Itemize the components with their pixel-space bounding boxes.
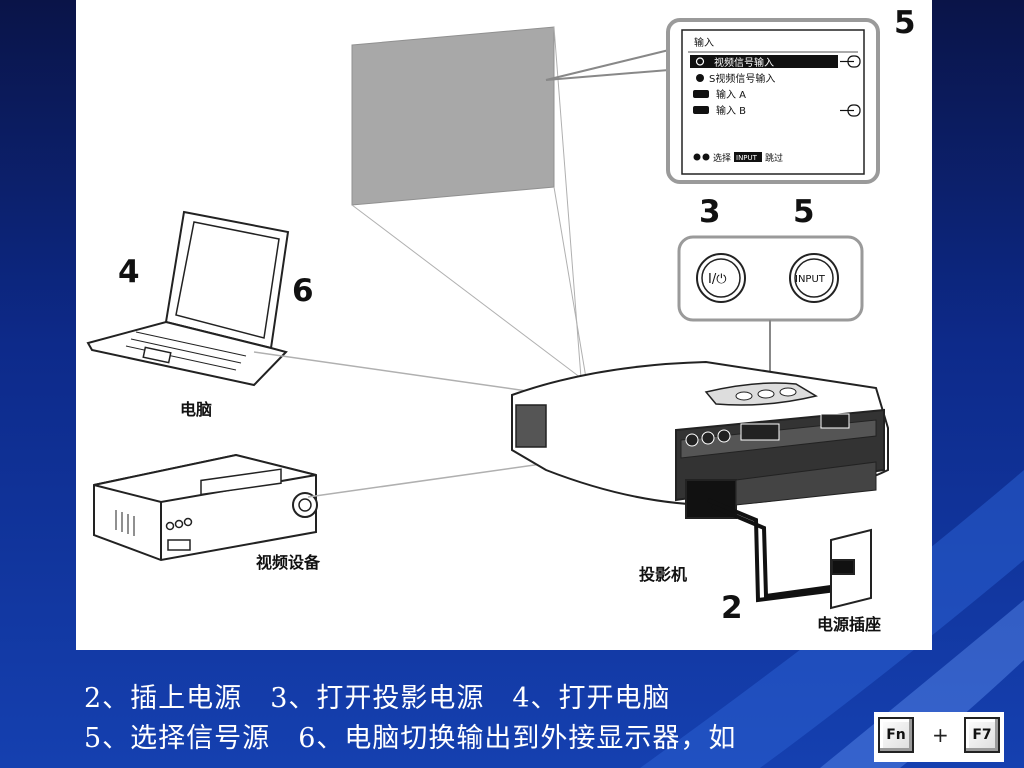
projector-label: 投影机: [639, 565, 687, 584]
down-arrow-icon: [702, 153, 710, 161]
caption-step-3: 3、打开投影电源: [270, 683, 485, 714]
caption-step-6: 6、电脑切换输出到外接显示器，如: [298, 723, 737, 754]
osd-item-video: 视频信号输入: [714, 56, 774, 69]
caption-line-2: 5、选择信号源 6、电脑切换输出到外接显示器，如: [84, 716, 736, 755]
step-number-menu: 5: [894, 5, 916, 41]
f7-key-icon: F7: [964, 717, 1000, 753]
power-cord: [707, 498, 846, 603]
keyboard-shortcut: Fn + F7: [874, 712, 1004, 762]
osd-item-input-b: 输入 B: [716, 104, 746, 117]
wall-outlet: [830, 528, 872, 610]
osd-footer-select: 选择: [713, 152, 731, 164]
caption-line-1: 2、插上电源 3、打开投影电源 4、打开电脑: [84, 676, 671, 715]
osd-menu: 输入 视频信号输入 S视频信号输入 输入 A 输入 B: [666, 18, 880, 184]
power-button-label: I/⏻: [708, 272, 727, 287]
osd-menu-title: 输入: [694, 36, 714, 49]
caption-step-4: 4、打开电脑: [512, 683, 671, 714]
step-number-input: 5: [793, 194, 815, 230]
step-number-power: 3: [699, 194, 721, 230]
step-number-laptop-a: 4: [118, 254, 140, 290]
plus-sign: +: [932, 723, 949, 747]
osd-footer-key: INPUT: [736, 154, 758, 162]
osd-footer-skip: 跳过: [765, 152, 783, 164]
vga-connector-icon: [693, 90, 709, 98]
step-number-power-cord: 2: [721, 590, 743, 626]
osd-item-input-a: 输入 A: [716, 88, 746, 101]
s-video-icon: [696, 74, 704, 82]
diagram-panel: 输入 视频信号输入 S视频信号输入 输入 A 输入 B: [76, 0, 932, 650]
step-number-laptop-b: 6: [292, 273, 314, 309]
computer-label: 电脑: [180, 400, 212, 419]
osd-item-svideo: S视频信号输入: [709, 72, 775, 85]
menu-callout: [545, 49, 670, 81]
projection-screen: [351, 26, 555, 206]
osd-input-arrow-icon: [840, 55, 861, 68]
setup-diagram: 输入 视频信号输入 S视频信号输入 输入 A 输入 B: [86, 5, 916, 634]
caption-step-2: 2、插上电源: [84, 683, 243, 714]
up-arrow-icon: [693, 153, 701, 161]
vga-connector-icon: [693, 106, 709, 114]
outlet-label: 电源插座: [817, 615, 881, 634]
laptop-illustration: [86, 210, 290, 387]
projector-illustration: [511, 360, 889, 519]
input-button-label: INPUT: [795, 274, 826, 285]
caption-step-5: 5、选择信号源: [84, 723, 271, 754]
video-device-label: 视频设备: [256, 553, 321, 572]
fn-key-icon: Fn: [878, 717, 914, 753]
control-buttons-panel: I/⏻ INPUT: [677, 235, 864, 322]
projection-rays: [351, 26, 587, 379]
video-device-illustration: [93, 453, 318, 562]
osd-input-arrow-icon: [840, 104, 861, 117]
